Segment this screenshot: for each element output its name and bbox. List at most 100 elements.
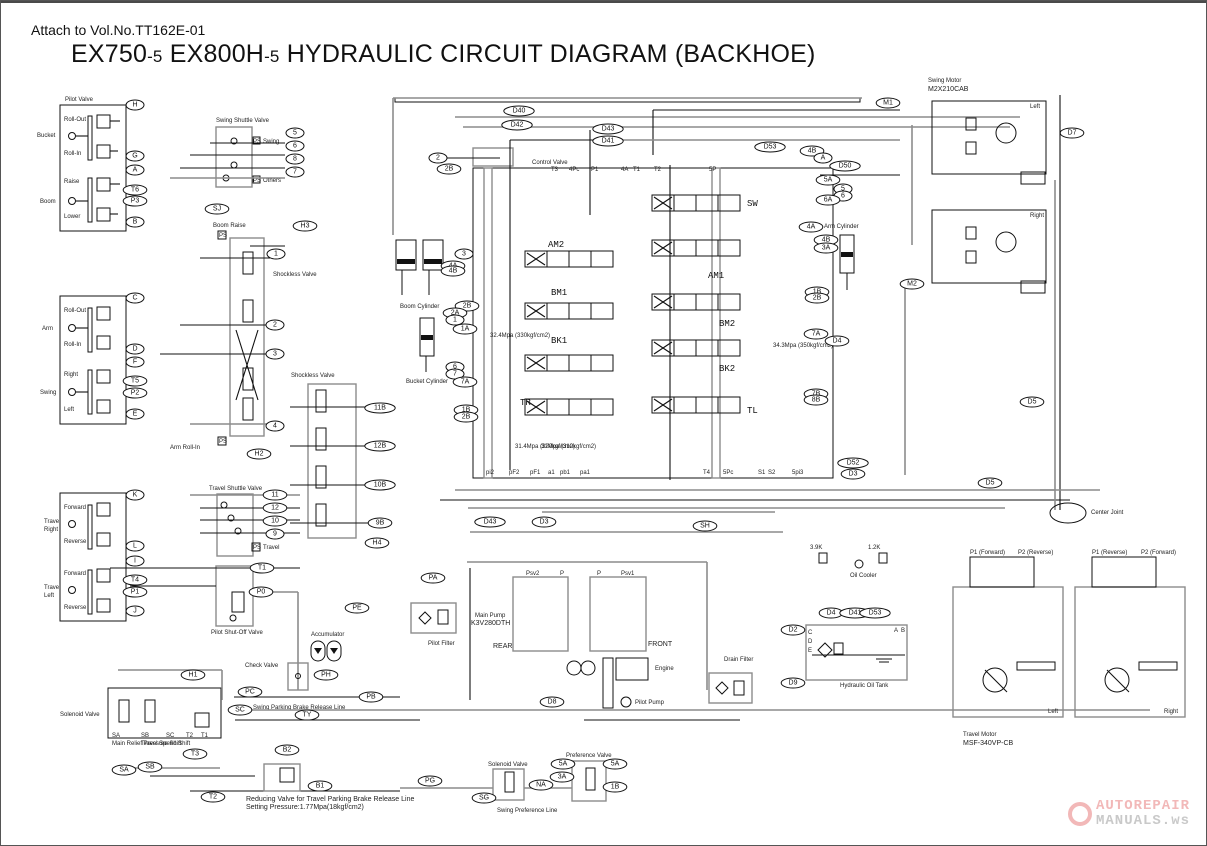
line-tag: SB (137, 761, 163, 773)
oil-cooler-label: Oil Cooler (850, 573, 877, 579)
line-tag: 11B (364, 402, 396, 414)
main-pump: Main Pump K3V280DTH REAR FRONT Psv2 P P … (467, 561, 740, 721)
swing-shuttle-title: Swing Shuttle Valve (216, 118, 270, 124)
arm-roll-in-label: Arm Roll-In (170, 445, 200, 451)
svg-text:L: L (133, 543, 137, 550)
center-joint-label: Center Joint (1091, 510, 1124, 516)
svg-text:NA: NA (536, 782, 546, 789)
line-tag: D43 (592, 123, 624, 135)
svg-text:9B: 9B (376, 520, 385, 527)
svg-text:P: P (597, 571, 601, 577)
svg-text:S1: S1 (758, 470, 766, 476)
svg-text:C: C (132, 295, 137, 302)
svg-text:H1: H1 (189, 672, 198, 679)
line-tag: 1A (452, 323, 478, 335)
svg-text:10: 10 (271, 518, 279, 525)
svg-text:3A: 3A (822, 245, 831, 252)
group-label: Arm (42, 326, 53, 332)
line-tag: 3 (454, 248, 474, 260)
svg-text:pF2: pF2 (509, 470, 520, 476)
ps-label: PS (253, 178, 261, 184)
spool-label: BK1 (551, 336, 567, 346)
line-tag: D7 (1059, 127, 1085, 139)
line-tag: B2 (274, 744, 300, 756)
line-tag: 2B (453, 411, 479, 423)
svg-text:PS: PS (219, 439, 227, 445)
line-tag: L (125, 540, 145, 552)
line-tag: PE (344, 602, 370, 614)
line-tag: 3 (265, 348, 285, 360)
svg-text:1B: 1B (813, 289, 822, 296)
svg-text:T3: T3 (551, 167, 559, 173)
svg-text:5A: 5A (559, 761, 568, 768)
travel-left-p1: P1 (Forward) (970, 550, 1005, 556)
pump-rear-label: REAR (493, 643, 512, 650)
svg-text:3A: 3A (558, 774, 567, 781)
line-tag: 2B (804, 292, 830, 304)
engine-label: Engine (655, 666, 674, 672)
port-label: Roll-In (64, 342, 81, 348)
svg-text:D42: D42 (511, 122, 524, 129)
line-tag: PG (417, 775, 443, 787)
svg-text:B2: B2 (283, 747, 292, 754)
title-part: EX800H (162, 40, 265, 68)
lever-knob (68, 197, 76, 205)
main-pump-title: Main Pump (475, 613, 506, 619)
svg-text:A: A (894, 628, 898, 634)
check-valve-title: Check Valve (245, 663, 279, 669)
svg-text:pF1: pF1 (530, 470, 541, 476)
spool-am2: AM2 (524, 240, 614, 268)
boom-raise-label: Boom Raise (213, 223, 246, 229)
line-tag: 7 (285, 166, 305, 178)
line-tag: 2 (428, 152, 448, 164)
line-tag: SJ (204, 203, 230, 215)
line-tag: D5 (1019, 396, 1045, 408)
line-tag: B1 (307, 780, 333, 792)
check-valve: Check Valve (245, 662, 309, 691)
line-tag: 6A (815, 194, 841, 206)
svg-text:7A: 7A (461, 379, 470, 386)
line-tag: 2 (265, 319, 285, 331)
title-part: -5 (264, 47, 280, 66)
line-tag: 4B (813, 234, 839, 246)
main-pump-model: K3V280DTH (471, 620, 510, 627)
svg-text:D43: D43 (484, 519, 497, 526)
preference-valve: Preference Valve (566, 753, 612, 802)
svg-text:G: G (132, 153, 137, 160)
line-tag: T5 (122, 375, 148, 387)
svg-text:SB: SB (145, 764, 155, 771)
boom-cylinder-label: Boom Cylinder (400, 304, 439, 310)
line-tag: 5A (550, 758, 576, 770)
svg-text:31.4Mpa (320kgf/cm2): 31.4Mpa (320kgf/cm2) (515, 444, 575, 450)
line-tag: 5 (285, 127, 305, 139)
swing-preference-line-label: Swing Preference Line (497, 808, 558, 814)
group-label: Right (44, 527, 58, 533)
line-tag: F (125, 356, 145, 368)
watermark-line1: AUTOREPAIR (1096, 798, 1191, 814)
svg-text:1B: 1B (462, 407, 471, 414)
svg-text:T3: T3 (191, 751, 199, 758)
spool-bm2: BM2 (651, 293, 741, 329)
svg-text:H: H (132, 102, 137, 109)
svg-text:D2: D2 (789, 627, 798, 634)
bucket-cylinder: Bucket Cylinder (406, 317, 448, 385)
spool-tl: TL (651, 396, 758, 416)
svg-text:F: F (133, 359, 137, 366)
port-label: Reverse (64, 539, 87, 545)
line-tag: 3A (813, 242, 839, 254)
svg-text:6A: 6A (824, 197, 833, 204)
line-tag: C (125, 292, 145, 304)
svg-text:D43: D43 (602, 126, 615, 133)
line-tag: T4 (122, 574, 148, 586)
svg-text:SJ: SJ (213, 206, 221, 213)
svg-text:7: 7 (293, 169, 297, 176)
line-tag: D4 (824, 335, 850, 347)
line-tag: D3 (840, 468, 866, 480)
sc-note: Swing Parking Brake Release Line (253, 705, 346, 711)
svg-text:T1: T1 (258, 565, 266, 572)
svg-text:1.2K: 1.2K (868, 545, 880, 551)
travel-shuttle-title: Travel Shuttle Valve (209, 486, 263, 492)
